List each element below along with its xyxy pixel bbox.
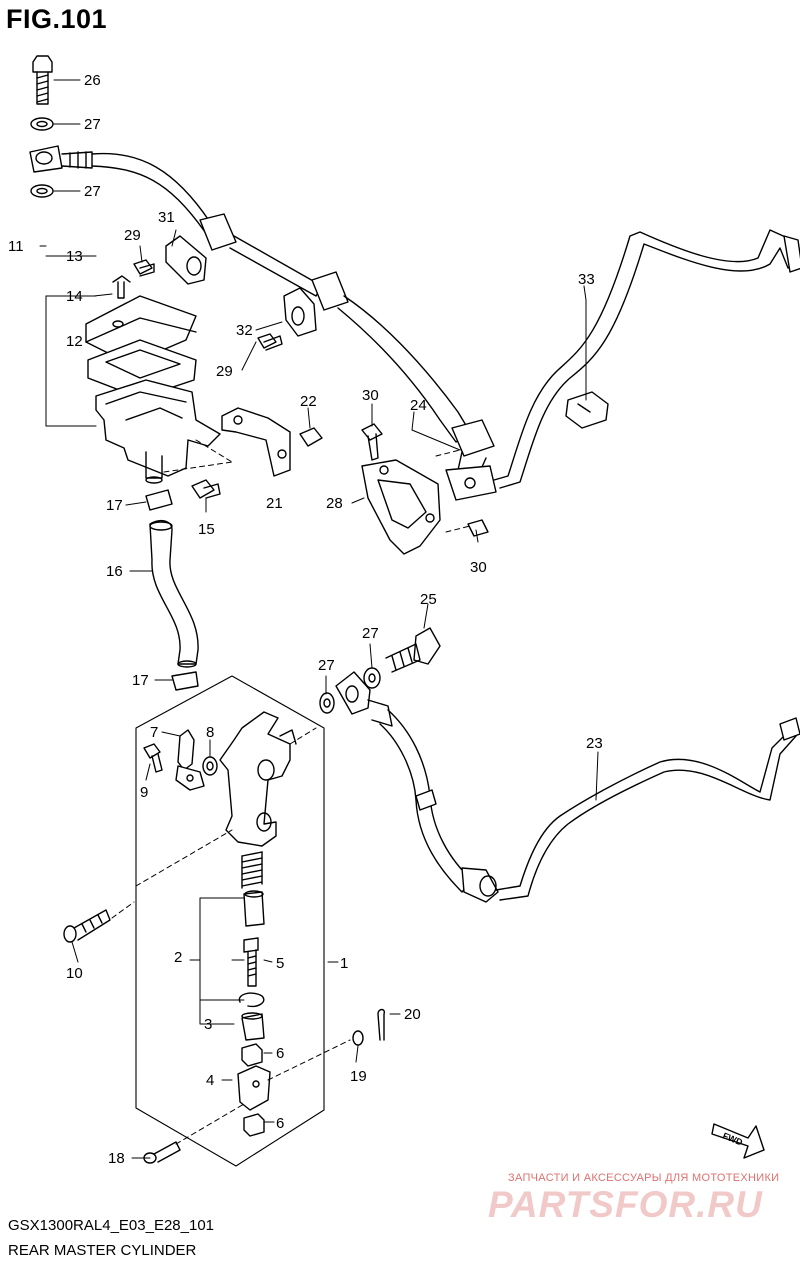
callout-27-lower: 27 [84,183,101,200]
pipe-clamp-33 [565,391,609,429]
callout-6-upper: 6 [276,1045,284,1062]
callout-29-lower: 29 [216,363,233,380]
callout-1: 1 [340,955,348,972]
bracket-28 [361,459,441,555]
callout-17-bottom: 17 [132,672,149,689]
callout-29-upper: 29 [124,227,141,244]
washer-27-lower [30,184,54,198]
screw-10 [63,909,111,943]
clevis-4 [237,1065,271,1111]
brake-hose-23 [335,671,499,903]
callout-32: 32 [236,322,253,339]
nut-6-lower [243,1113,265,1137]
push-rod-5 [243,937,259,987]
banjo-bolt-26 [32,55,53,105]
callout-6-lower: 6 [276,1115,284,1132]
callout-12: 12 [66,333,83,350]
watermark-tagline: ЗАПЧАСТИ И АКСЕССУАРЫ ДЛЯ МОТОТЕХНИКИ [508,1172,780,1184]
callout-26: 26 [84,72,101,89]
callout-27-top: 27 [84,116,101,133]
callout-15: 15 [198,521,215,538]
bracket-21 [221,407,291,477]
clip-17-bottom [171,671,199,691]
boot-3 [241,1012,265,1041]
fitting-7 [175,729,205,791]
brake-hose-24 [29,145,497,501]
callout-7: 7 [150,724,158,741]
callout-24: 24 [410,397,427,414]
brake-pipe-lower [495,717,800,901]
circlip [238,992,265,1008]
callout-5: 5 [276,955,284,972]
clevis-pin-18 [143,1141,181,1164]
spring [241,851,263,889]
bolt-29-lower [257,333,283,351]
callout-14: 14 [66,288,83,305]
screw-9 [143,743,163,773]
callout-27-c: 27 [362,625,379,642]
hose-clamp-32 [283,287,317,337]
bolt-29-upper [133,259,155,277]
fwd-arrow-icon: FWD [711,1123,765,1159]
callout-17-top: 17 [106,497,123,514]
callout-27-d: 27 [318,657,335,674]
washer-19 [352,1030,364,1046]
callout-4: 4 [206,1072,214,1089]
banjo-bolt-25 [385,627,441,673]
brake-pipe-upper [493,229,800,489]
callout-19: 19 [350,1068,367,1085]
callout-22: 22 [300,393,317,410]
callout-16: 16 [106,563,123,580]
callout-23: 23 [586,735,603,752]
watermark-logo: PARTSFOR.RU [488,1184,763,1225]
callout-30-top: 30 [362,387,379,404]
reservoir-assembly-11 [85,275,221,484]
bolt-22 [299,427,323,447]
callout-18: 18 [108,1150,125,1167]
master-cylinder-body [219,711,297,847]
master-cylinder-outline [135,675,325,1167]
callout-2: 2 [174,949,182,966]
callout-9: 9 [140,784,148,801]
callout-13: 13 [66,248,83,265]
callout-21: 21 [266,495,283,512]
callout-10: 10 [66,965,83,982]
leader-lines [39,79,599,1159]
washer-27-b [319,692,335,714]
callout-11: 11 [8,238,24,255]
reservoir-hose-16 [149,519,199,668]
callout-20: 20 [404,1006,421,1023]
clip-17-top [145,489,173,511]
callout-31: 31 [158,209,175,226]
cotter-pin-20 [377,1008,386,1041]
callout-8: 8 [206,724,214,741]
bolt-30-top [361,423,383,461]
callout-3: 3 [204,1016,212,1033]
drawing-code: GSX1300RAL4_E03_E28_101 [8,1217,215,1234]
washer-27-top [30,117,54,131]
callout-33: 33 [578,271,595,288]
nut-6-upper [241,1043,263,1067]
figure-title: FIG.101 [6,4,108,34]
o-ring-8 [202,756,218,776]
bolt-15 [191,479,221,499]
callout-28: 28 [326,495,343,512]
callout-30-bottom: 30 [470,559,487,576]
bolt-30-bottom [467,519,489,537]
fwd-label: FWD [721,1131,744,1148]
drawing-name: REAR MASTER CYLINDER [8,1242,197,1259]
hose-clamp-31 [165,235,207,285]
callout-25: 25 [420,591,437,608]
piston [243,890,265,927]
